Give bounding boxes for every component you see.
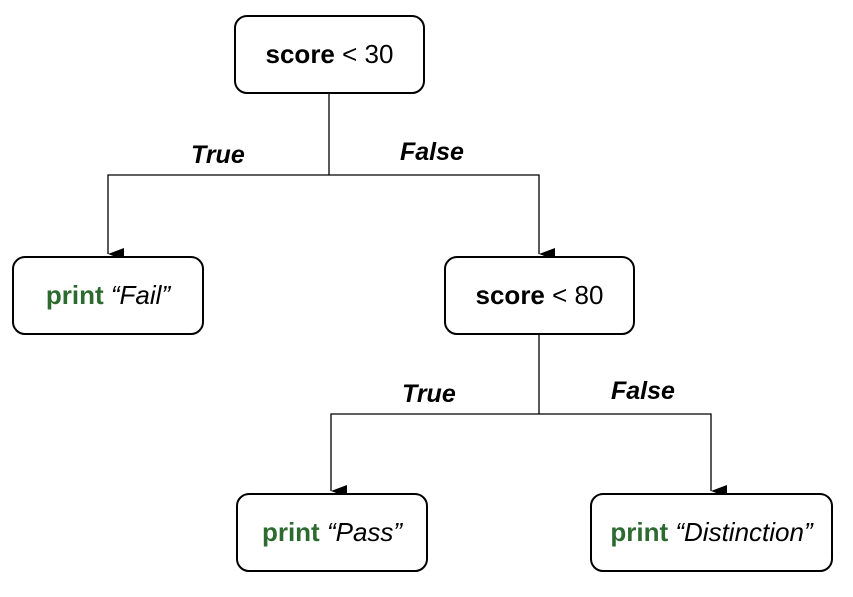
action-node-print-fail: print “Fail”: [12, 256, 204, 335]
connector-score80-true: [330, 413, 539, 497]
condition-keyword: score: [475, 280, 545, 310]
print-keyword: print: [45, 280, 104, 310]
connector-score30-true: [107, 174, 329, 260]
edge-label-false: False: [400, 138, 464, 166]
print-keyword: print: [261, 517, 320, 547]
decision-node-score-lt-80: score < 80: [444, 256, 635, 335]
print-string: “Fail”: [110, 280, 171, 310]
print-string: “Pass”: [326, 517, 403, 547]
print-string: “Distinction”: [675, 517, 813, 547]
condition-keyword: score: [265, 39, 335, 69]
connector-score30-false: [329, 174, 555, 260]
condition-expression: < 30: [342, 39, 394, 69]
decision-node-score-lt-30: score < 30: [234, 15, 425, 94]
action-node-print-distinction: print “Distinction”: [590, 493, 833, 572]
edge-label-true: True: [191, 141, 245, 169]
action-node-print-pass: print “Pass”: [236, 493, 428, 572]
print-keyword: print: [610, 517, 669, 547]
condition-expression: < 80: [552, 280, 604, 310]
edge-label-false: False: [611, 377, 675, 405]
connector-score80-false: [539, 413, 727, 497]
edge-label-true: True: [402, 380, 456, 408]
